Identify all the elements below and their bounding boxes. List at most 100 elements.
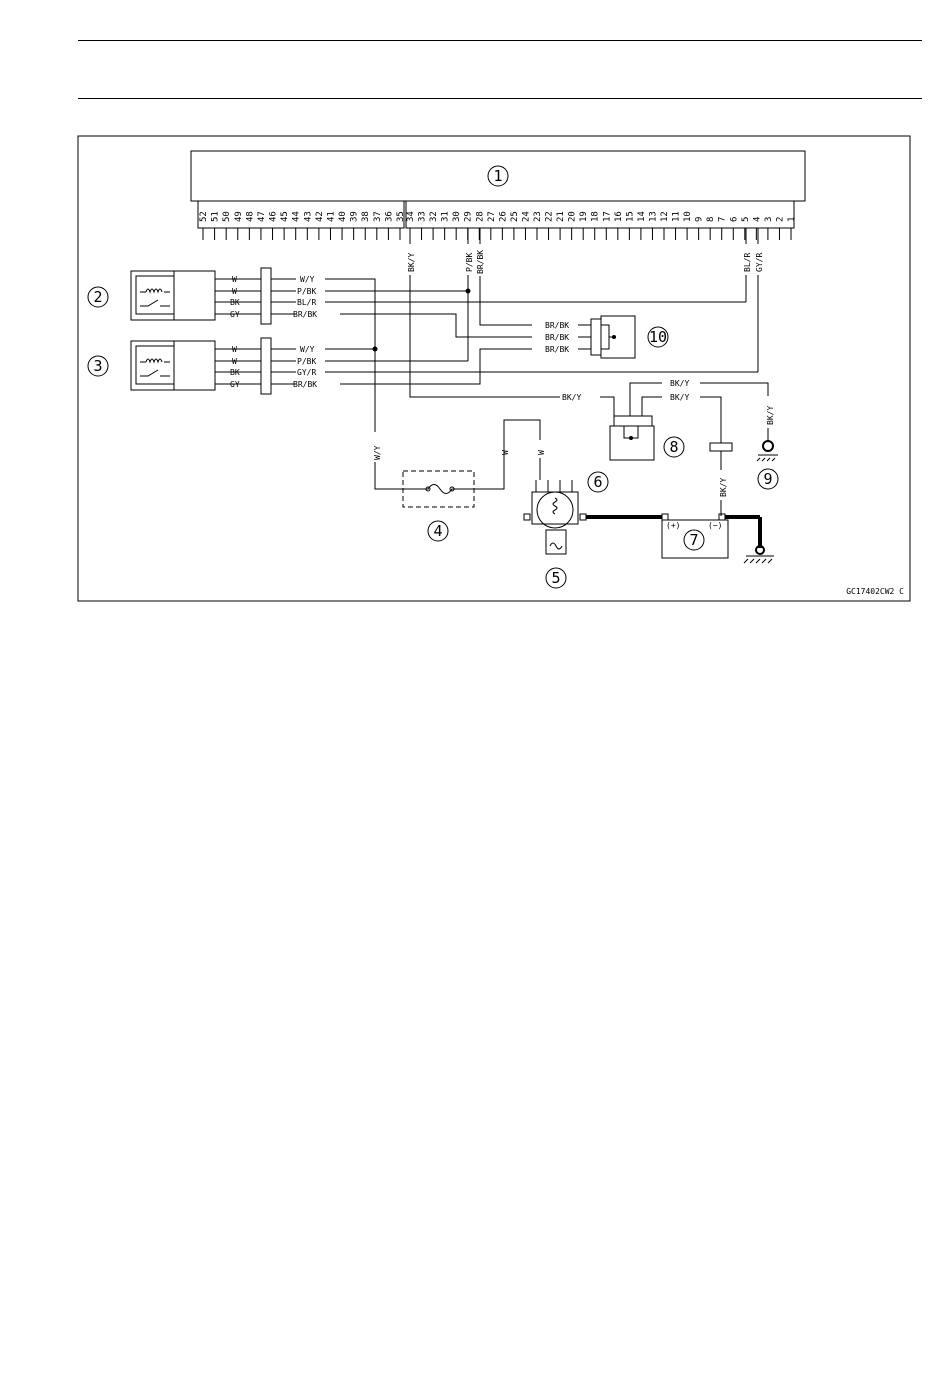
r3-label-brbk: BR/BK: [293, 380, 317, 389]
ecu-pin-43: 43: [303, 211, 313, 222]
ecu-pin-27: 27: [487, 211, 497, 222]
ecu-pin-7: 7: [718, 217, 728, 222]
r2-label-wy: W/Y: [300, 275, 315, 284]
callout-10-circle: [647, 326, 669, 348]
r2-label-brbk: BR/BK: [293, 310, 317, 319]
ecu-pin-34: 34: [406, 211, 416, 222]
ecu-pin-24: 24: [521, 211, 531, 222]
ecu-pin-50: 50: [222, 211, 232, 222]
ecu-pin-40: 40: [338, 211, 348, 222]
r3-label-w1: W: [232, 345, 237, 354]
callout-9-circle: [757, 468, 779, 490]
ecu-connector-right: [405, 200, 795, 229]
r2-label-pbk: P/BK: [297, 287, 316, 296]
component-7: (+) (−) 7: [661, 513, 774, 564]
ecu-pin-32: 32: [429, 211, 439, 222]
ecu-pin-21: 21: [556, 211, 566, 222]
r3-label-pbk: P/BK: [297, 357, 316, 366]
ecu-pin-12: 12: [660, 211, 670, 222]
ecu-pin-13: 13: [648, 211, 658, 222]
callout-2: 2: [93, 288, 102, 306]
relay-2-connector: W W BK GY W/Y P/BK BL/R BR/BK: [215, 267, 317, 325]
ecu-pin-33: 33: [418, 211, 428, 222]
w5-wire-b: W: [537, 450, 546, 455]
r2-label-blr: BL/R: [297, 298, 316, 307]
ecu-wire-gyr: GY/R: [755, 253, 764, 272]
r2-label-gy: GY: [230, 310, 240, 319]
ecu-pin-35: 35: [396, 211, 406, 222]
header-rule-top: [78, 40, 922, 41]
ecu-pin-17: 17: [602, 211, 612, 222]
c8-label-left: BK/Y: [562, 393, 581, 402]
ecu-pin-25: 25: [510, 211, 520, 222]
ecu-pin-44: 44: [292, 211, 302, 222]
callout-3: 3: [93, 357, 102, 375]
ecu-wire-blr: BL/R: [743, 253, 752, 272]
ecu-pin-22: 22: [545, 211, 555, 222]
battery-wire-bky: BK/Y: [719, 478, 728, 497]
r2-label-w2: W: [232, 287, 237, 296]
ecu-pin-28: 28: [475, 211, 485, 222]
callout-4: 4: [433, 522, 442, 540]
diagram-frame: [77, 135, 911, 602]
callout-5: 5: [551, 569, 560, 587]
ecu-pin-42: 42: [315, 211, 325, 222]
ecu-pin-18: 18: [591, 211, 601, 222]
c8-label-mid: BK/Y: [670, 393, 689, 402]
ecu-pin-39: 39: [350, 211, 360, 222]
ecu-connector-left: [197, 200, 405, 229]
ecu-pin-14: 14: [637, 211, 647, 222]
ecu-pin-19: 19: [579, 211, 589, 222]
ecu-pin-23: 23: [533, 211, 543, 222]
callout-7: 7: [689, 531, 698, 549]
c8-label-top: BK/Y: [670, 379, 689, 388]
ecu-pin-9: 9: [695, 217, 705, 222]
inline-connector: [709, 442, 733, 452]
component-5: 5: [545, 529, 567, 589]
ecu-pin-36: 36: [384, 211, 394, 222]
ecu-pin-30: 30: [452, 211, 462, 222]
ecu-wire-brbk: BR/BK: [476, 250, 485, 274]
callout-1-circle: [487, 165, 509, 187]
ecu-pin-1: 1: [787, 217, 797, 222]
component-10: BR/BK BR/BK BR/BK 10: [545, 315, 669, 359]
wiring-lines: [325, 228, 769, 516]
callout-9: 9: [763, 470, 772, 488]
component-6: 6: [523, 471, 662, 529]
r2-label-bk: BK: [230, 298, 240, 307]
header-rule-bottom: [78, 98, 922, 99]
ecu-pin-3: 3: [764, 217, 774, 222]
battery-minus: (−): [708, 521, 722, 530]
c10-label-3: BR/BK: [545, 345, 569, 354]
r3-label-gyr: GY/R: [297, 368, 316, 377]
ecu-pin-38: 38: [361, 211, 371, 222]
r3-label-gy: GY: [230, 380, 240, 389]
ecu-wire-bky: BK/Y: [407, 253, 416, 272]
ecu-pin-45: 45: [280, 211, 290, 222]
r3-label-bk: BK: [230, 368, 240, 377]
callout-6: 6: [593, 473, 602, 491]
ecu-pin-49: 49: [234, 211, 244, 222]
ecu-pin-37: 37: [373, 211, 383, 222]
ecu-pin-47: 47: [257, 211, 267, 222]
ecu-pin-41: 41: [326, 211, 336, 222]
ecu-pin-10: 10: [683, 211, 693, 222]
ecu-pin-20: 20: [568, 211, 578, 222]
ecu-pin-5: 5: [741, 217, 751, 222]
callout-8: 8: [669, 438, 678, 456]
w5-wire-a: W: [501, 450, 510, 455]
ecu-pin-6: 6: [729, 217, 739, 222]
ecu-pin-46: 46: [269, 211, 279, 222]
ecu-pin-11: 11: [672, 211, 682, 222]
r2-label-w1: W: [232, 275, 237, 284]
junction-pbk: [465, 288, 471, 294]
callout-6-circle: [587, 471, 609, 493]
ecu-pin-16: 16: [614, 211, 624, 222]
c10-label-1: BR/BK: [545, 321, 569, 330]
ecu-pin-48: 48: [245, 211, 255, 222]
r3-label-w2: W: [232, 357, 237, 366]
ecu-pin-15: 15: [625, 211, 635, 222]
component-4: 4: [402, 470, 475, 542]
callout-8-circle: [663, 436, 685, 458]
